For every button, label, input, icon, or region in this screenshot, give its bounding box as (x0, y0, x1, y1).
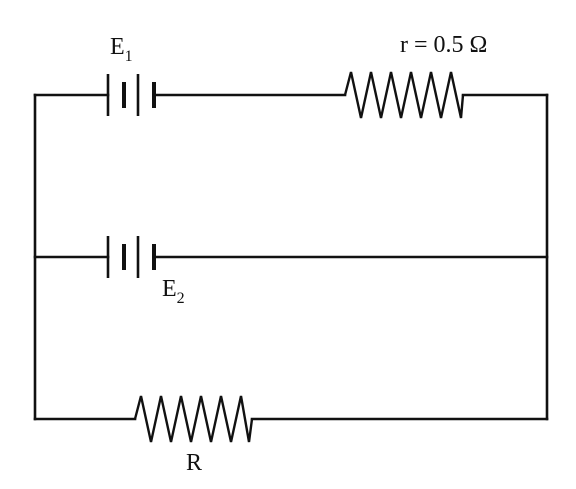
resistor-r-symbol (133, 395, 254, 443)
battery-e1-symbol (106, 74, 156, 116)
resistor-r-small-symbol (343, 71, 465, 119)
resistor-r-label: R (186, 450, 202, 476)
battery-e2-symbol (106, 236, 156, 278)
resistor-r-small-label: r = 0.5 Ω (400, 32, 487, 58)
battery-e1-label: E1 (110, 34, 133, 65)
circuit-wires (33, 93, 549, 421)
battery-e2-label: E2 (162, 276, 185, 307)
